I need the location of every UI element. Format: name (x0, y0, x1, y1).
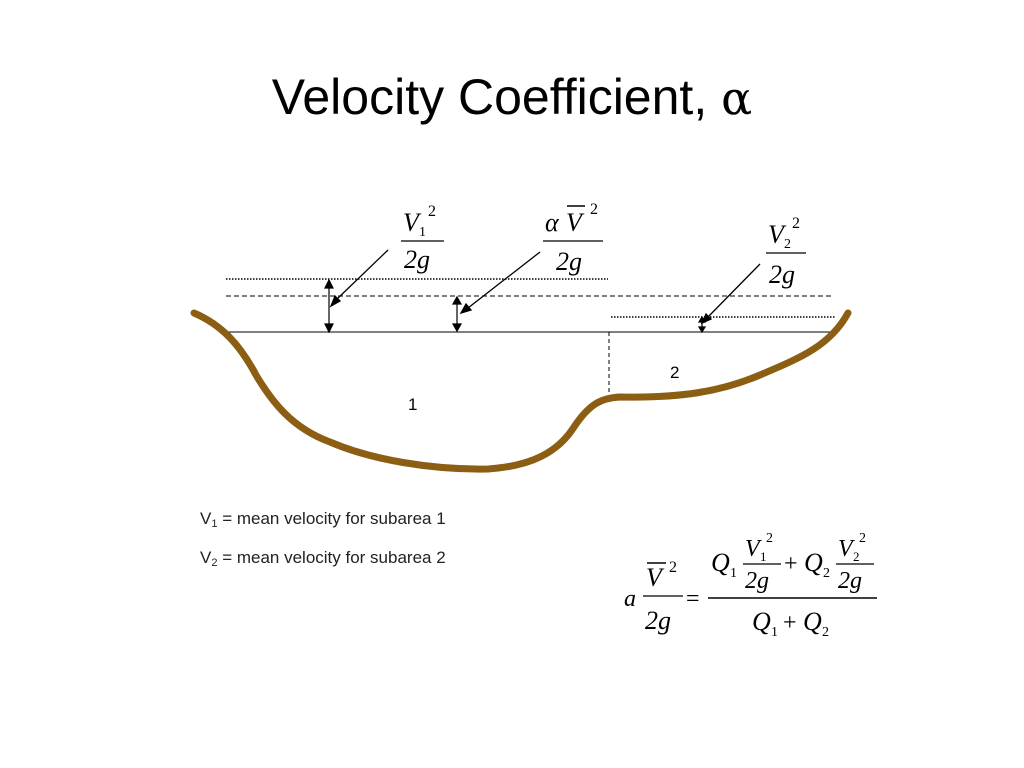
head-arrow-mean (451, 295, 463, 333)
formula-q2: Q (804, 548, 823, 577)
legend-1-sub: 1 (211, 518, 218, 530)
formula-lhs-exp: 2 (669, 559, 677, 576)
legend-1-var: V (200, 509, 212, 528)
title-text: Velocity Coefficient, (271, 69, 708, 125)
mean-label-var: V (566, 208, 585, 237)
v2-label-sub: 2 (784, 237, 791, 252)
leader-arrow-v2 (700, 263, 761, 325)
formula-v2-den: 2g (838, 568, 862, 594)
leader-arrow-mean (459, 251, 541, 315)
velocity-coefficient-formula: a V 2 2g = Q 1 V 1 2 2g + Q 2 V 2 2 2g Q… (624, 531, 877, 640)
head-label-mean: α V 2 2g (543, 201, 603, 276)
leader-arrow-v1 (329, 249, 389, 308)
channel-bed (190, 309, 852, 473)
legend-2-var: V (200, 548, 212, 567)
formula-den-q2-sub: 2 (822, 625, 829, 640)
subarea-label-2: 2 (670, 363, 679, 382)
formula-lhs-den: 2g (645, 606, 671, 635)
formula-v1: V (745, 536, 762, 562)
legend-2-text: = mean velocity for subarea 2 (217, 548, 446, 567)
formula-v1-sub: 1 (760, 549, 767, 564)
mean-label-den: 2g (556, 247, 582, 276)
legend-2-sub: 2 (211, 557, 218, 569)
formula-v2-sub: 2 (853, 549, 860, 564)
v2-label-var: V (768, 220, 787, 249)
slide-title: Velocity Coefficient, α (0, 62, 1024, 133)
title-alpha-symbol: α (721, 71, 753, 125)
v1-label-den: 2g (404, 245, 430, 274)
head-arrow-subarea-1 (324, 278, 334, 334)
mean-label-exp: 2 (590, 201, 598, 218)
v2-label-den: 2g (769, 260, 795, 289)
formula-lhs-coef: a (624, 586, 636, 612)
formula-lhs-var: V (646, 563, 665, 592)
formula-v2-exp: 2 (859, 531, 866, 546)
formula-v1-exp: 2 (766, 531, 773, 546)
head-label-v1: V 1 2 2g (401, 203, 444, 274)
v2-label-exp: 2 (792, 215, 800, 232)
formula-plus-top: + (784, 551, 798, 577)
v1-label-var: V (403, 208, 422, 237)
mean-label-alpha: α (545, 208, 560, 237)
formula-q1: Q (711, 548, 730, 577)
formula-den-q1-sub: 1 (771, 625, 778, 640)
legend-1-text: = mean velocity for subarea 1 (217, 509, 446, 528)
formula-den-plus: + (783, 610, 797, 636)
legend-subarea-2: V2 = mean velocity for subarea 2 (200, 548, 446, 569)
subarea-label-1: 1 (408, 395, 417, 414)
formula-den-q1: Q (752, 607, 771, 636)
head-label-v2: V 2 2 2g (766, 215, 806, 289)
formula-den-q2: Q (803, 607, 822, 636)
formula-v2: V (838, 536, 855, 562)
formula-equals: = (686, 586, 700, 612)
v1-label-sub: 1 (419, 225, 426, 240)
formula-v1-den: 2g (745, 568, 769, 594)
formula-q1-sub: 1 (730, 566, 737, 581)
legend-subarea-1: V1 = mean velocity for subarea 1 (200, 509, 446, 530)
formula-q2-sub: 2 (823, 566, 830, 581)
v1-label-exp: 2 (428, 203, 436, 220)
